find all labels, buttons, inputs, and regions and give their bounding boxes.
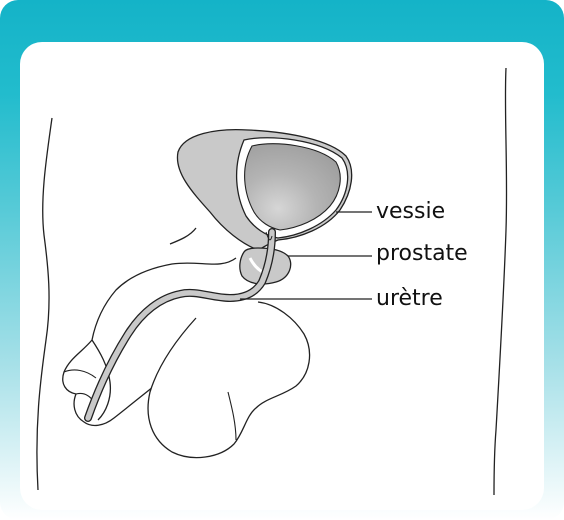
label-prostate: prostate: [376, 243, 468, 265]
groin-line: [170, 228, 196, 244]
body-outline-left: [37, 118, 52, 490]
body-outline-right: [494, 68, 507, 495]
label-uretre: urètre: [376, 288, 443, 310]
label-vessie: vessie: [376, 201, 445, 223]
